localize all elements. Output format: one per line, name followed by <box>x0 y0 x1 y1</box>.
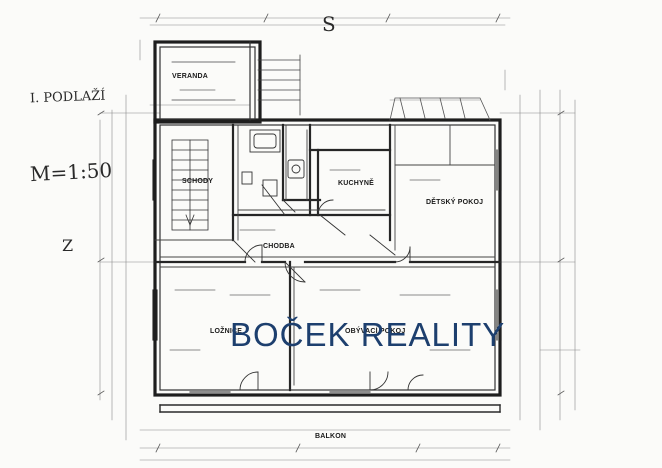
scale-label: M=1:50 <box>29 157 113 187</box>
veranda-steps <box>171 54 301 116</box>
mark-z: Z <box>62 236 74 255</box>
interior-walls <box>153 123 502 392</box>
room-label-detsky-pokoj: DĚTSKÝ POKOJ <box>426 199 484 206</box>
room-label-kuchyne: KUCHYNĚ <box>338 180 375 187</box>
mark-s: S <box>322 12 336 36</box>
dimension-lines <box>99 17 581 461</box>
watermark-logo: BOČEK REALITY <box>230 316 506 353</box>
room-label-veranda: VERANDA <box>172 73 209 80</box>
room-label-chodba: CHODBA <box>263 243 295 250</box>
top-right-annex <box>389 97 491 121</box>
room-label-balkon: BALKON <box>315 433 347 440</box>
dimension-ticks <box>97 13 565 453</box>
floor-label: I. PODLAŽÍ <box>29 88 106 107</box>
annotation-strokes <box>169 89 471 351</box>
outer-walls <box>153 40 502 397</box>
doors <box>239 199 424 391</box>
room-label-loznice: LOŽNICE <box>210 328 243 335</box>
windows <box>152 149 502 397</box>
room-label-obyvaci-pokoj: OBÝVACÍ POKOJ <box>345 328 406 335</box>
bathroom-fixtures <box>241 129 305 197</box>
staircase <box>171 139 209 231</box>
wall-inner-lines <box>159 41 496 391</box>
corridor-diagonals <box>232 184 396 263</box>
room-label-schody: SCHODY <box>182 178 214 185</box>
interior-detail <box>154 124 496 386</box>
balcony <box>159 404 501 413</box>
